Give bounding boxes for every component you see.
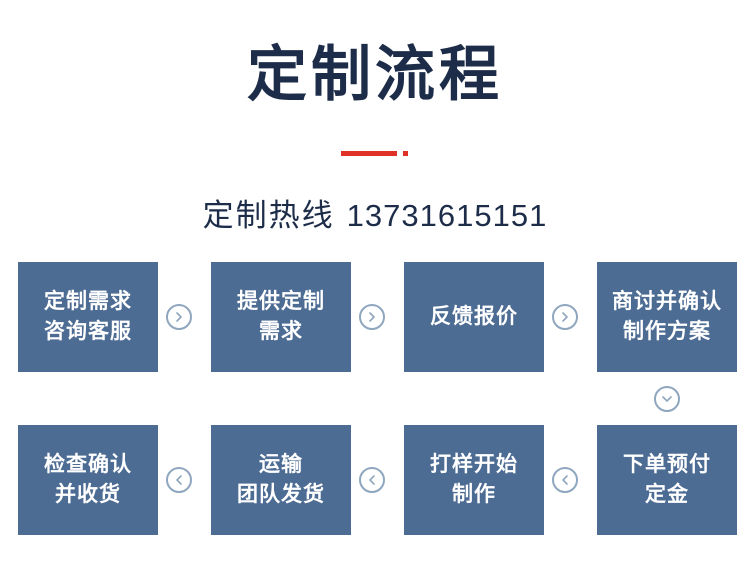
- hotline-label: 定制热线: [202, 198, 335, 233]
- step-label-1: 定制需求 咨询客服: [44, 290, 132, 343]
- process-flow: 定制需求 咨询客服 提供定制 需求 反馈报价 商讨并确认 制作方案 检查确认 并…: [0, 262, 750, 552]
- chevron-left-icon-3: [166, 467, 192, 493]
- step-box-1[interactable]: 定制需求 咨询客服: [18, 262, 158, 372]
- step-label-7: 打样开始 制作: [430, 453, 518, 506]
- chevron-left-icon-1: [552, 467, 578, 493]
- step-box-8[interactable]: 下单预付 定金: [597, 425, 737, 535]
- step-label-3: 反馈报价: [430, 305, 518, 328]
- chevron-right-icon-1: [166, 304, 192, 330]
- step-box-7[interactable]: 打样开始 制作: [404, 425, 544, 535]
- step-box-5[interactable]: 检查确认 并收货: [18, 425, 158, 535]
- hotline-number: 13731615151: [346, 198, 548, 233]
- title-divider: [0, 148, 750, 160]
- step-label-6: 运输 团队发货: [237, 453, 325, 506]
- step-label-5: 检查确认 并收货: [44, 453, 132, 506]
- step-box-6[interactable]: 运输 团队发货: [211, 425, 351, 535]
- chevron-right-icon-3: [552, 304, 578, 330]
- chevron-right-icon-2: [359, 304, 385, 330]
- page-title: 定制流程: [247, 41, 503, 108]
- step-label-8: 下单预付 定金: [623, 453, 711, 506]
- chevron-down-icon: [654, 386, 680, 412]
- step-box-3[interactable]: 反馈报价: [404, 262, 544, 372]
- step-box-4[interactable]: 商讨并确认 制作方案: [597, 262, 737, 372]
- step-label-2: 提供定制 需求: [237, 290, 325, 343]
- step-box-2[interactable]: 提供定制 需求: [211, 262, 351, 372]
- chevron-left-icon-2: [359, 467, 385, 493]
- divider-bar: [341, 151, 397, 156]
- step-label-4: 商讨并确认 制作方案: [612, 290, 722, 343]
- divider-dot: [403, 151, 408, 156]
- hotline: 定制热线 13731615151: [0, 196, 750, 236]
